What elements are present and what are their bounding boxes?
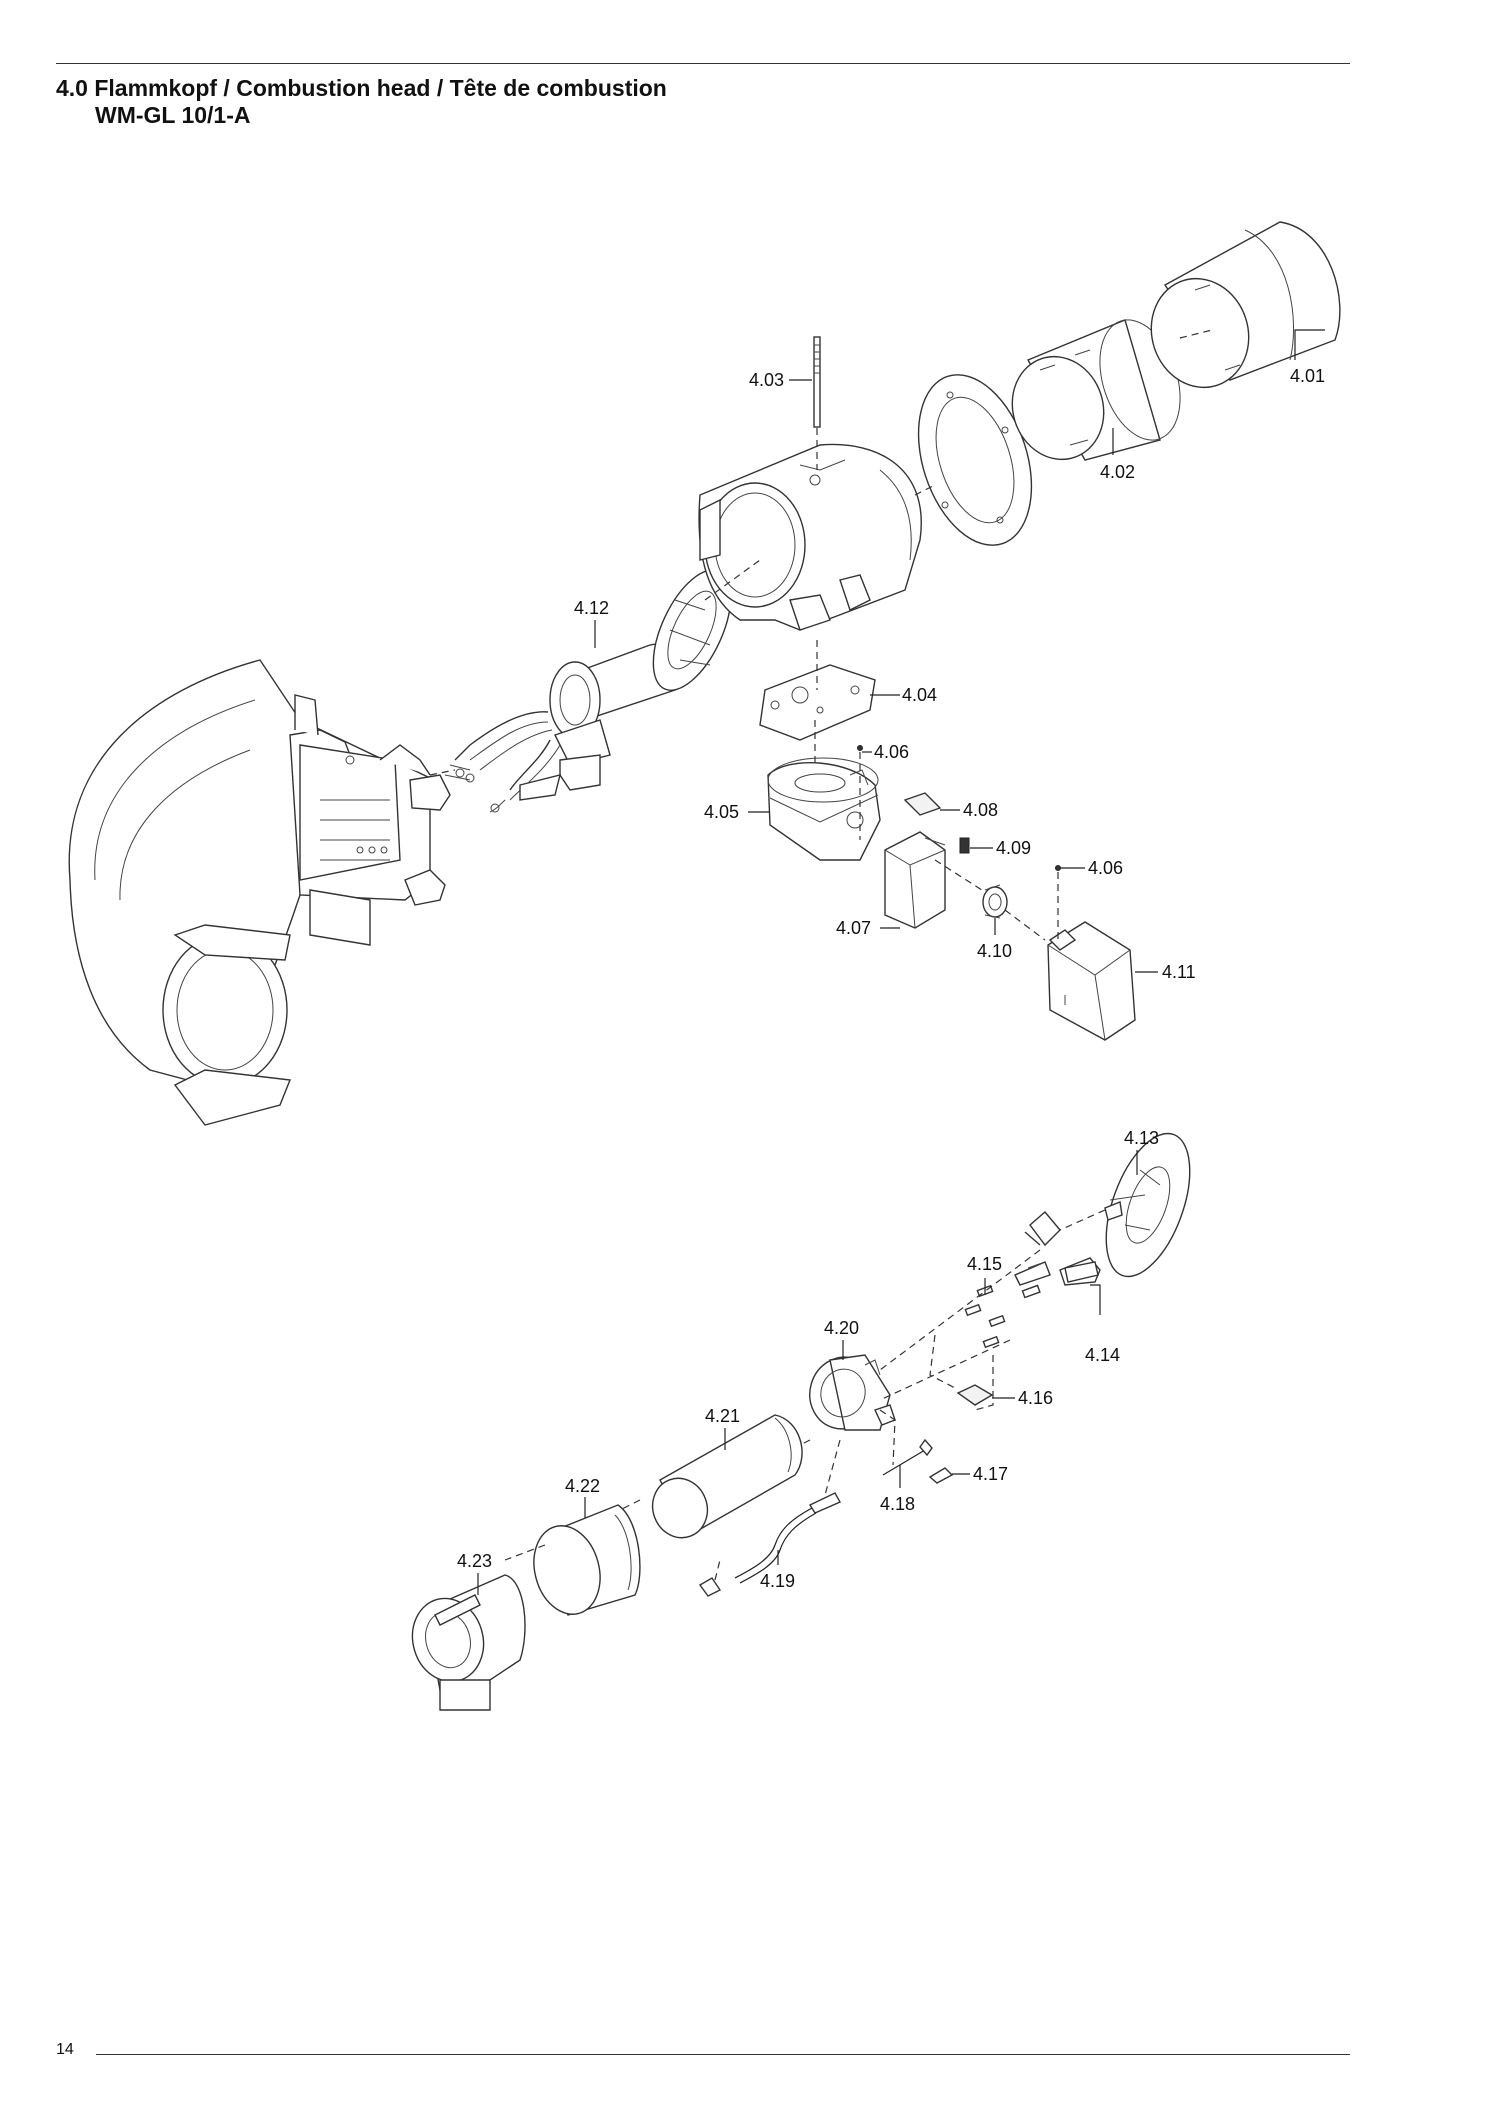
page-title: 4.0 Flammkopf / Combustion head / Tête d…	[56, 75, 667, 129]
title-line-1: 4.0 Flammkopf / Combustion head / Tête d…	[56, 75, 667, 101]
part-4-21-cylinder	[651, 1414, 803, 1539]
part-4-15-pins	[964, 1284, 1041, 1349]
label-4-07: 4.07	[836, 918, 871, 938]
label-4-14: 4.14	[1085, 1345, 1120, 1365]
part-4-08-pad	[903, 792, 942, 816]
part-4-16-plate	[956, 1384, 994, 1406]
part-4-18-electrode	[882, 1438, 933, 1476]
title-line-2: WM-GL 10/1-A	[95, 102, 251, 128]
label-4-03: 4.03	[749, 370, 784, 390]
label-4-10: 4.10	[977, 941, 1012, 961]
label-4-08: 4.08	[963, 800, 998, 820]
label-4-04: 4.04	[902, 685, 937, 705]
part-4-11-motor	[1047, 921, 1136, 1041]
part-4-06-screw-a	[857, 745, 863, 751]
part-4-01-tube	[1150, 221, 1341, 389]
part-4-12-mixing-assembly	[444, 569, 732, 813]
burner-housing	[68, 659, 451, 1126]
callout-labels: 4.03 4.01 4.02 4.04 4.05 4.06 4.08 4.09 …	[457, 366, 1325, 1591]
label-4-06-b: 4.06	[1088, 858, 1123, 878]
label-4-18: 4.18	[880, 1494, 915, 1514]
page-number: 14	[56, 2041, 74, 2058]
label-4-17: 4.17	[973, 1464, 1008, 1484]
label-4-11: 4.11	[1162, 962, 1196, 982]
part-4-07-module	[884, 831, 946, 929]
part-4-09-clip	[959, 837, 970, 854]
part-4-19-cable	[698, 1492, 841, 1597]
top-rule	[56, 63, 1350, 64]
part-4-20-head	[809, 1354, 896, 1431]
part-4-23-elbow	[411, 1574, 526, 1711]
part-4-04-flange	[759, 664, 876, 741]
label-4-13: 4.13	[1124, 1128, 1159, 1148]
label-4-23: 4.23	[457, 1551, 492, 1571]
callout-leaders	[477, 329, 1325, 1595]
part-4-17-tip	[928, 1467, 954, 1484]
label-4-20: 4.20	[824, 1318, 859, 1338]
label-4-12: 4.12	[574, 598, 609, 618]
bottom-rule	[96, 2054, 1350, 2055]
part-4-22-tube	[533, 1504, 641, 1616]
part-4-06-screw-b	[1055, 865, 1061, 871]
label-4-22: 4.22	[565, 1476, 600, 1496]
label-4-16: 4.16	[1018, 1388, 1053, 1408]
label-4-15: 4.15	[967, 1254, 1002, 1274]
gasket-ring	[917, 374, 1033, 546]
label-4-05: 4.05	[704, 802, 739, 822]
label-4-01: 4.01	[1290, 366, 1325, 386]
lower-assembly-lines	[504, 1209, 1106, 1581]
part-4-03-rod	[813, 336, 821, 428]
label-4-02: 4.02	[1100, 462, 1135, 482]
label-4-21: 4.21	[705, 1406, 740, 1426]
label-4-06-a: 4.06	[874, 742, 909, 762]
combustion-head-casing	[698, 443, 922, 631]
part-4-05-housing	[767, 757, 881, 861]
part-4-13-disc	[1104, 1132, 1191, 1278]
upper-assembly-lines	[429, 329, 1213, 941]
label-4-09: 4.09	[996, 838, 1031, 858]
label-4-19: 4.19	[760, 1571, 795, 1591]
part-4-14-nozzles	[1014, 1211, 1101, 1286]
part-4-02-tube	[1011, 319, 1181, 461]
part-4-10-coupling	[982, 884, 1008, 919]
